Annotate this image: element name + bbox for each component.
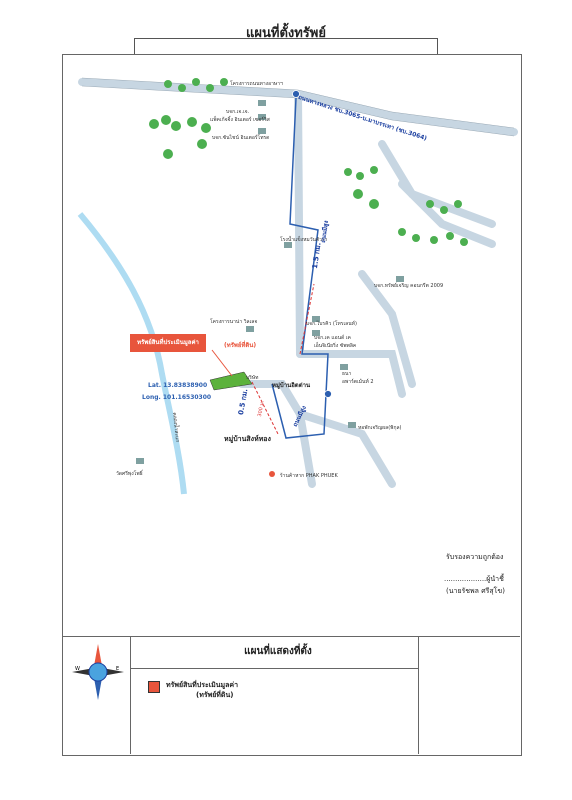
- place-label-14: บริษัท: [246, 375, 259, 381]
- place-label-5: โรงน้ำแข็งหมวันตัวรา: [280, 237, 328, 243]
- village-label-2: หมู่บ้านสิงห์ทอง: [224, 435, 271, 443]
- junction-marker-top: [292, 90, 300, 98]
- longitude-label: Long. 101.16530300: [142, 394, 212, 401]
- shop-marker: [269, 471, 275, 477]
- temple-label: วัดศรีพุงโพธิ์: [116, 471, 143, 477]
- target-callout-note: (ทรัพย์ที่ดิน): [224, 342, 257, 349]
- village-label-1: หมู่บ้านอิตต่าน: [272, 382, 311, 389]
- place-label-3: แพ็คเก้จจิ้ง อินเตอร์ เซอร์วิส: [210, 117, 270, 123]
- place-label-7: โครงการนาน่า วิลเลจ: [210, 319, 258, 325]
- building-icons: [136, 100, 404, 464]
- place-label-6: บจก.ทรัพย์เจริญ คอนกรีต 2009: [374, 283, 444, 289]
- place-label-2: บจก.เจ.เจ.: [226, 109, 250, 115]
- map-canvas[interactable]: [62, 54, 520, 636]
- legend-swatch: [148, 681, 160, 693]
- target-callout: ทรัพย์สินที่ประเมินมูลค่า: [130, 334, 206, 352]
- roads: [78, 78, 518, 488]
- page-title: แผนที่ตั้งทรัพย์: [246, 26, 326, 41]
- place-label-9: บจก.เค แอนด์ เค: [314, 335, 351, 341]
- legend-panel: [62, 636, 520, 755]
- trees: [149, 78, 468, 246]
- approval-title: รับรองความถูกต้อง: [446, 553, 504, 561]
- compass-rose-icon: W E: [72, 644, 124, 700]
- place-label-8: บจก.ไบรคิว (โทรเลนท์): [306, 321, 357, 327]
- legend-title: แผนที่แสดงที่ตั้ง: [244, 646, 312, 657]
- place-label-1: โครงการถนนทางอาษาฯ: [230, 81, 283, 87]
- junction-marker-bottom: [324, 390, 332, 398]
- place-label-10: เอ็นจิเนียริ่ง ซัพพลิค: [314, 343, 357, 349]
- place-label-4: บจก.ซันไชน์ อินเตอร์โทรด: [212, 135, 270, 141]
- latitude-label: Lat. 13.83838900: [148, 382, 208, 389]
- route-line: [271, 97, 329, 439]
- shop-label: ร้านค้าหาก PHAK PHUEK: [280, 473, 338, 479]
- callout-pointer: [211, 349, 233, 377]
- place-label-11: ธนา: [342, 371, 352, 377]
- approval-sign-line: ...................ผู้นำชี้: [444, 575, 504, 583]
- svg-text:E: E: [116, 666, 119, 672]
- svg-text:W: W: [75, 666, 80, 672]
- approval-name: (นายรัชพล ศรีสุโข): [446, 587, 505, 595]
- canal: [77, 212, 187, 495]
- place-label-13: หอพักเจริญผล(พิกุล): [358, 425, 402, 431]
- target-parcel: [209, 371, 253, 391]
- place-label-12: อพาร์ตเม้นท์ 2: [342, 379, 374, 385]
- legend-item-text: ทรัพย์สินที่ประเมินมูลค่า (ทรัพย์ที่ดิน): [166, 681, 239, 699]
